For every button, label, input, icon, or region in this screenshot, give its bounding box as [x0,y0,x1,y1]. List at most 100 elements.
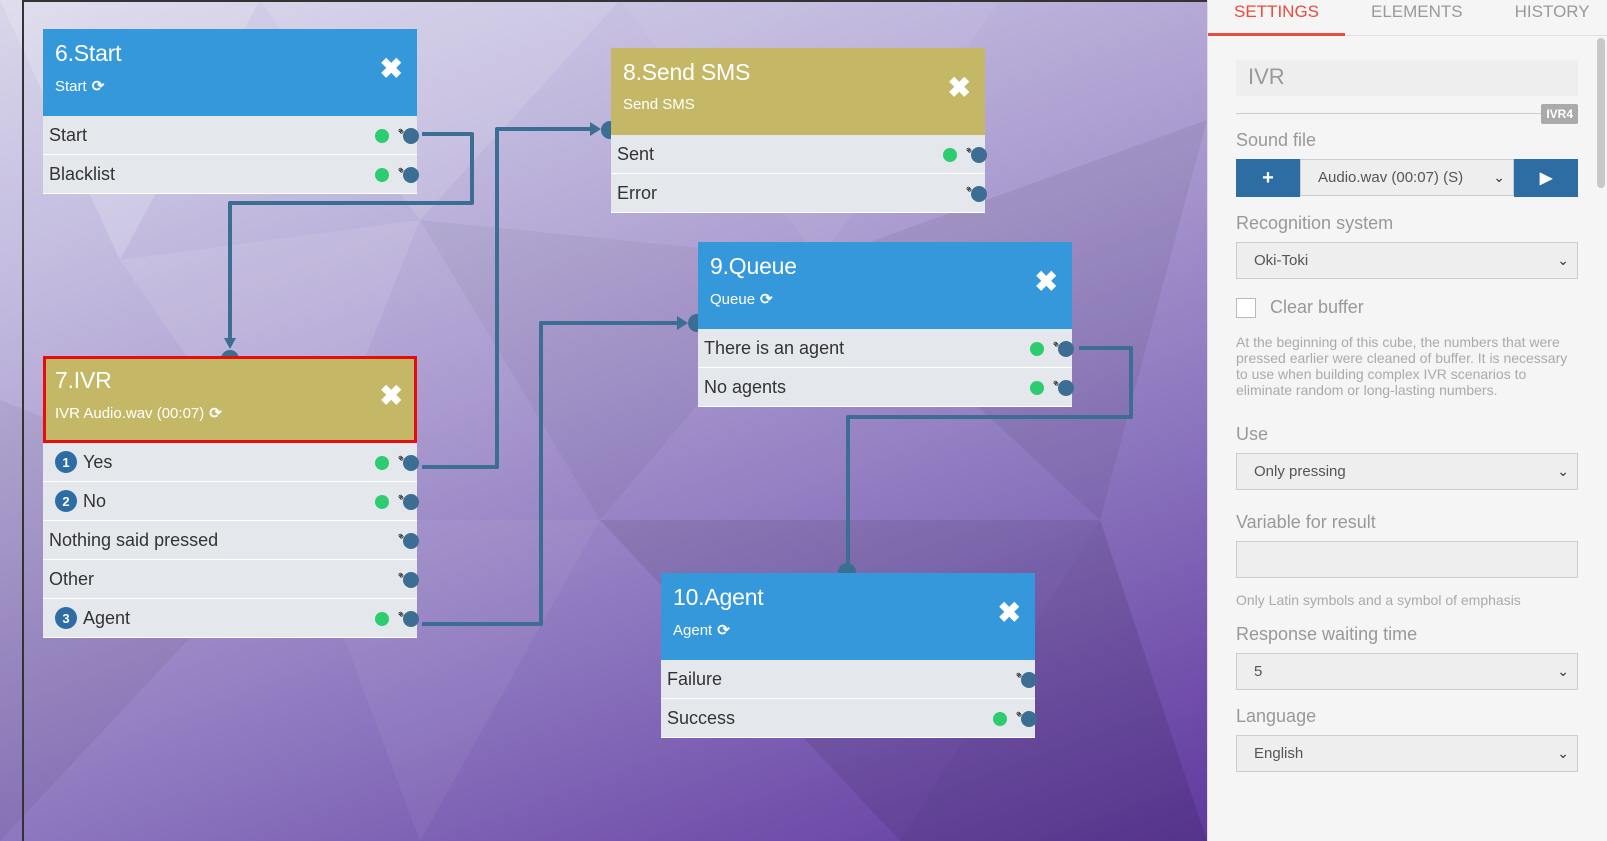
node-subtitle: IVR Audio.wav (00:07) [55,404,205,422]
recognition-select[interactable]: Oki-Toki⌄ [1236,242,1578,279]
output-port[interactable] [403,128,419,144]
output-port[interactable] [403,167,419,183]
sound-file-label: Sound file [1236,130,1317,150]
tab-settings[interactable]: SETTINGS [1208,0,1346,36]
output-port[interactable] [403,494,419,510]
output-label: Agent [83,607,131,628]
language-select[interactable]: English ⌄ [1236,735,1578,772]
chevron-down-icon: ⌄ [1557,663,1569,679]
node-subtitle: Queue [710,290,756,308]
node-output-row: Success⚭ [661,699,1037,738]
refresh-icon[interactable]: ⟳ [760,291,773,308]
node-ivr-header[interactable]: 7.IVR IVR Audio.wav (00:07)⟳ ✖ [43,356,417,443]
output-port[interactable] [403,572,419,588]
use-select[interactable]: Only pressing ⌄ [1236,453,1578,490]
status-dot [1030,342,1044,356]
refresh-icon[interactable]: ⟳ [91,78,105,95]
output-port[interactable] [403,533,419,549]
output-label: No [83,490,107,511]
output-port[interactable] [1021,711,1037,727]
output-label: Start [49,124,88,145]
output-port[interactable] [403,455,419,471]
output-port[interactable] [1058,341,1074,357]
tab-elements[interactable]: ELEMENTS [1371,2,1463,21]
sound-file-select[interactable]: Audio.wav (00:07) (S)⌄ [1300,159,1514,196]
node-agent-header[interactable]: 10.Agent Agent⟳ ✖ [661,573,1035,660]
status-dot [993,712,1007,726]
refresh-icon[interactable]: ⟳ [209,405,222,422]
clear-buffer-checkbox[interactable] [1236,297,1256,318]
close-icon[interactable]: ✖ [379,53,403,84]
node-title: 8.Send SMS [623,59,751,85]
node-title: 6.Start [55,40,122,66]
output-label: Failure [667,668,723,689]
status-dot [375,129,389,143]
output-label: Success [667,707,736,728]
node-output-row: Failure⚭ [661,660,1037,699]
node-queue-header[interactable]: 9.Queue Queue⟳ ✖ [698,242,1072,329]
settings-panel: SETTINGS ELEMENTS HISTORY IVR IVR4 Sound… [1207,0,1607,841]
output-label: Other [49,568,95,589]
chevron-down-icon: ⌄ [1557,252,1569,268]
variable-label: Variable for result [1236,512,1376,532]
output-port[interactable] [1058,380,1074,396]
output-port[interactable] [971,147,987,163]
panel-scrollbar[interactable] [1597,38,1605,188]
node-output-row: Nothing said pressed⚭ [43,521,419,560]
close-icon[interactable]: ✖ [997,597,1021,628]
sound-file-row: + Audio.wav (00:07) (S)⌄ ▶ [1236,159,1578,197]
output-port[interactable] [403,611,419,627]
output-port[interactable] [1021,672,1037,688]
output-label: Yes [83,451,113,472]
clear-buffer-help: At the beginning of this cube, the numbe… [1236,334,1568,398]
node-start-header[interactable]: 6.Start Start⟳ ✖ [43,29,417,116]
cube-name-input[interactable]: IVR [1236,60,1578,96]
wait-label: Response waiting time [1236,624,1418,644]
clear-buffer-row: Clear buffer [1236,297,1579,318]
node-queue[interactable]: 9.Queue Queue⟳ ✖ There is an agent⚭ No a… [698,242,1074,407]
node-send-sms[interactable]: 8.Send SMS Send SMS ✖ Sent⚭ Error⚭ [611,48,987,213]
node-agent[interactable]: 10.Agent Agent⟳ ✖ Failure⚭ Success⚭ [661,573,1037,738]
node-subtitle: Start [55,77,87,95]
output-label: Nothing said pressed [49,529,219,550]
output-port[interactable] [971,186,987,202]
status-dot [375,168,389,182]
status-dot [375,495,389,509]
play-sound-button[interactable]: ▶ [1514,159,1578,197]
node-output-row: Sent⚭ [611,135,987,174]
node-start[interactable]: 6.Start Start⟳ ✖ Start⚭ Blacklist⚭ [43,29,419,194]
select-value: Only pressing [1254,463,1346,480]
use-label: Use [1236,424,1269,444]
variable-help: Only Latin symbols and a symbol of empha… [1236,592,1521,608]
select-value: English [1254,745,1304,762]
flow-canvas[interactable]: 6.Start Start⟳ ✖ Start⚭ Blacklist⚭ 7.IVR… [0,0,1207,841]
node-title: 7.IVR [55,367,112,393]
tab-history[interactable]: HISTORY [1514,2,1590,21]
node-output-row: Start⚭ [43,116,419,155]
recognition-label: Recognition system [1236,213,1394,233]
wait-select[interactable]: 5⌄ [1236,653,1578,690]
close-icon[interactable]: ✖ [1034,266,1058,297]
chevron-down-icon: ⌄ [1557,463,1569,479]
select-value: 5 [1254,663,1263,680]
variable-input[interactable] [1236,541,1578,578]
output-label: No agents [704,376,787,397]
node-title: 9.Queue [710,253,797,279]
close-icon[interactable]: ✖ [947,72,971,103]
key-badge: 2 [55,490,77,512]
add-sound-button[interactable]: + [1236,159,1300,197]
node-output-row: Other⚭ [43,560,419,599]
chevron-down-icon: ⌄ [1557,745,1569,761]
status-dot [375,612,389,626]
canvas-left-border [22,0,24,841]
key-badge: 3 [55,607,77,629]
close-icon[interactable]: ✖ [379,380,403,411]
cube-name-underline: IVR4 [1236,96,1578,124]
node-sms-header[interactable]: 8.Send SMS Send SMS ✖ [611,48,985,135]
refresh-icon[interactable]: ⟳ [717,622,730,639]
node-subtitle: Agent [673,621,713,639]
